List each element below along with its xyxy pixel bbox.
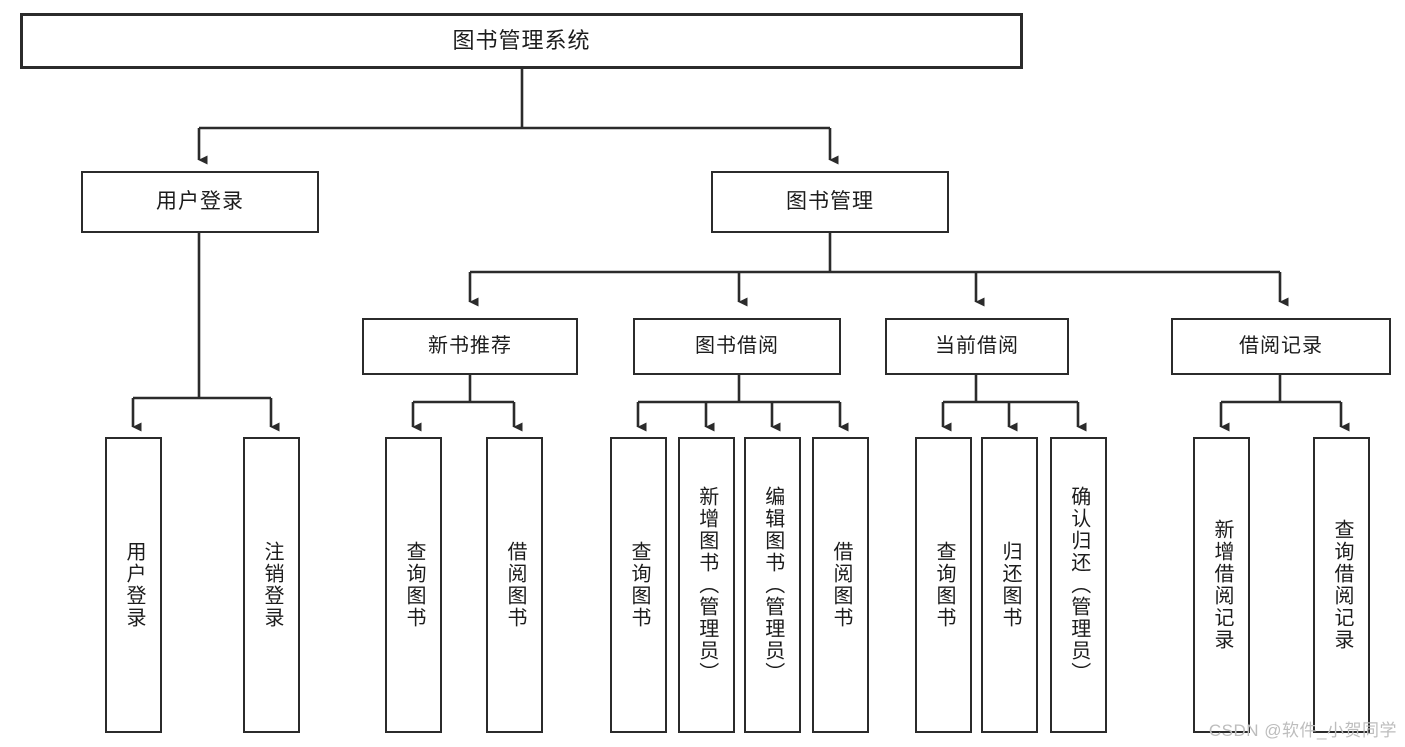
leaf-label: 查询图书 xyxy=(933,541,955,629)
leaf-label: 查询图书 xyxy=(403,541,425,629)
leaf-borrow-record-add[interactable]: 新增借阅记录 xyxy=(1193,437,1250,733)
leaf-label: 借阅图书 xyxy=(504,541,526,629)
node-user-login[interactable]: 用户登录 xyxy=(81,171,319,233)
node-label: 图书借阅 xyxy=(695,335,779,357)
node-label: 当前借阅 xyxy=(935,335,1019,357)
node-book-borrow[interactable]: 图书借阅 xyxy=(633,318,841,375)
leaf-current-borrow-query[interactable]: 查询图书 xyxy=(915,437,972,733)
node-label: 图书管理 xyxy=(786,189,874,213)
leaf-label: 借阅图书 xyxy=(830,541,852,629)
node-root-system[interactable]: 图书管理系统 xyxy=(20,13,1023,69)
node-borrow-record[interactable]: 借阅记录 xyxy=(1171,318,1391,375)
leaf-label: 注销登录 xyxy=(261,541,283,629)
leaf-label: 确认归还（管理员） xyxy=(1067,486,1090,684)
node-label: 借阅记录 xyxy=(1239,335,1323,357)
leaf-label: 查询图书 xyxy=(628,541,650,629)
leaf-new-book-borrow[interactable]: 借阅图书 xyxy=(486,437,543,733)
node-current-borrow[interactable]: 当前借阅 xyxy=(885,318,1069,375)
leaf-book-borrow-query[interactable]: 查询图书 xyxy=(610,437,667,733)
csdn-watermark: CSDN @软件_小贺同学 xyxy=(1208,721,1397,740)
node-label: 图书管理系统 xyxy=(452,28,591,54)
leaf-current-borrow-confirm-return[interactable]: 确认归还（管理员） xyxy=(1050,437,1107,733)
leaf-user-login-login[interactable]: 用户登录 xyxy=(105,437,162,733)
leaf-label: 编辑图书（管理员） xyxy=(761,486,784,684)
leaf-label: 用户登录 xyxy=(123,541,145,629)
node-new-book-recommend[interactable]: 新书推荐 xyxy=(362,318,578,375)
leaf-new-book-query[interactable]: 查询图书 xyxy=(385,437,442,733)
leaf-user-login-logout[interactable]: 注销登录 xyxy=(243,437,300,733)
node-label: 新书推荐 xyxy=(428,335,512,357)
leaf-book-borrow-edit[interactable]: 编辑图书（管理员） xyxy=(744,437,801,733)
leaf-label: 新增图书（管理员） xyxy=(695,486,718,684)
leaf-label: 查询借阅记录 xyxy=(1331,519,1353,651)
leaf-book-borrow-add[interactable]: 新增图书（管理员） xyxy=(678,437,735,733)
node-book-management[interactable]: 图书管理 xyxy=(711,171,949,233)
leaf-current-borrow-return[interactable]: 归还图书 xyxy=(981,437,1038,733)
node-label: 用户登录 xyxy=(156,189,244,213)
leaf-book-borrow-borrow[interactable]: 借阅图书 xyxy=(812,437,869,733)
leaf-label: 归还图书 xyxy=(999,541,1021,629)
leaf-label: 新增借阅记录 xyxy=(1211,519,1233,651)
leaf-borrow-record-query[interactable]: 查询借阅记录 xyxy=(1313,437,1370,733)
